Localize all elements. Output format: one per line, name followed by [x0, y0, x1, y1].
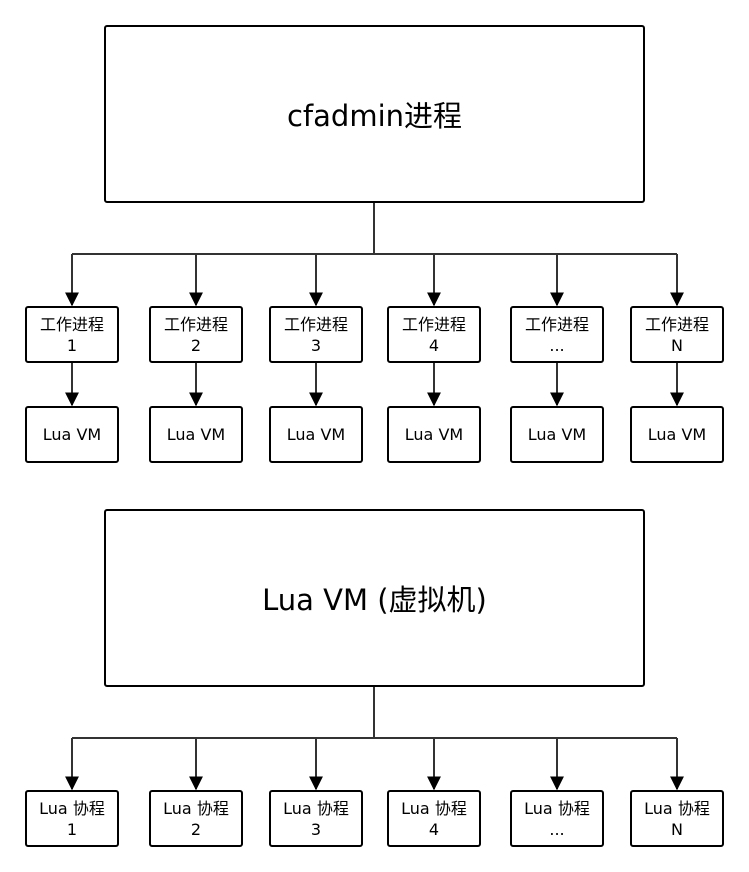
cfadmin-process-box: cfadmin进程 — [104, 25, 645, 203]
worker-process-box: 工作进程 ... — [510, 306, 604, 363]
lua-coroutine-index: ... — [549, 819, 565, 839]
lua-coroutine-label: Lua 协程 — [401, 798, 467, 818]
lua-vm-box: Lua VM — [25, 406, 119, 463]
lua-coroutine-box: Lua 协程 1 — [25, 790, 119, 847]
worker-process-index: 4 — [428, 335, 440, 355]
worker-process-box: 工作进程 3 — [269, 306, 363, 363]
worker-process-index: 1 — [66, 335, 78, 355]
lua-coroutine-label: Lua 协程 — [644, 798, 710, 818]
lua-vm-box: Lua VM — [269, 406, 363, 463]
worker-process-index: ... — [549, 335, 565, 355]
lua-vm-virtual-machine-box: Lua VM (虚拟机) — [104, 509, 645, 687]
lua-vm-label: Lua VM — [404, 425, 464, 444]
worker-process-label: 工作进程 — [524, 314, 589, 334]
worker-process-box: 工作进程 2 — [149, 306, 243, 363]
lua-vm-label: Lua VM — [527, 425, 587, 444]
lua-vm-virtual-machine-label: Lua VM (虚拟机) — [262, 583, 487, 617]
worker-process-index: 3 — [310, 335, 322, 355]
lua-vm-label: Lua VM — [166, 425, 226, 444]
worker-process-index: N — [671, 335, 683, 355]
lua-coroutine-index: N — [671, 819, 683, 839]
worker-process-box: 工作进程 1 — [25, 306, 119, 363]
lua-vm-box: Lua VM — [630, 406, 724, 463]
lua-coroutine-label: Lua 协程 — [283, 798, 349, 818]
lua-vm-label: Lua VM — [42, 425, 102, 444]
lua-coroutine-box: Lua 协程 3 — [269, 790, 363, 847]
worker-process-label: 工作进程 — [283, 314, 348, 334]
lua-vm-box: Lua VM — [510, 406, 604, 463]
cfadmin-process-label: cfadmin进程 — [286, 99, 463, 133]
lua-coroutine-index: 4 — [428, 819, 440, 839]
lua-coroutine-label: Lua 协程 — [39, 798, 105, 818]
worker-process-label: 工作进程 — [39, 314, 104, 334]
lua-vm-box: Lua VM — [149, 406, 243, 463]
lua-coroutine-box: Lua 协程 N — [630, 790, 724, 847]
lua-coroutine-label: Lua 协程 — [524, 798, 590, 818]
worker-process-label: 工作进程 — [644, 314, 709, 334]
lua-coroutine-box: Lua 协程 2 — [149, 790, 243, 847]
lua-vm-box: Lua VM — [387, 406, 481, 463]
lua-coroutine-index: 1 — [66, 819, 78, 839]
lua-coroutine-box: Lua 协程 4 — [387, 790, 481, 847]
worker-process-label: 工作进程 — [401, 314, 466, 334]
worker-process-box: 工作进程 4 — [387, 306, 481, 363]
worker-process-label: 工作进程 — [163, 314, 228, 334]
worker-process-box: 工作进程 N — [630, 306, 724, 363]
lua-vm-label: Lua VM — [647, 425, 707, 444]
lua-vm-label: Lua VM — [286, 425, 346, 444]
worker-process-index: 2 — [190, 335, 202, 355]
lua-coroutine-index: 3 — [310, 819, 322, 839]
lua-coroutine-index: 2 — [190, 819, 202, 839]
lua-coroutine-box: Lua 协程 ... — [510, 790, 604, 847]
lua-coroutine-label: Lua 协程 — [163, 798, 229, 818]
